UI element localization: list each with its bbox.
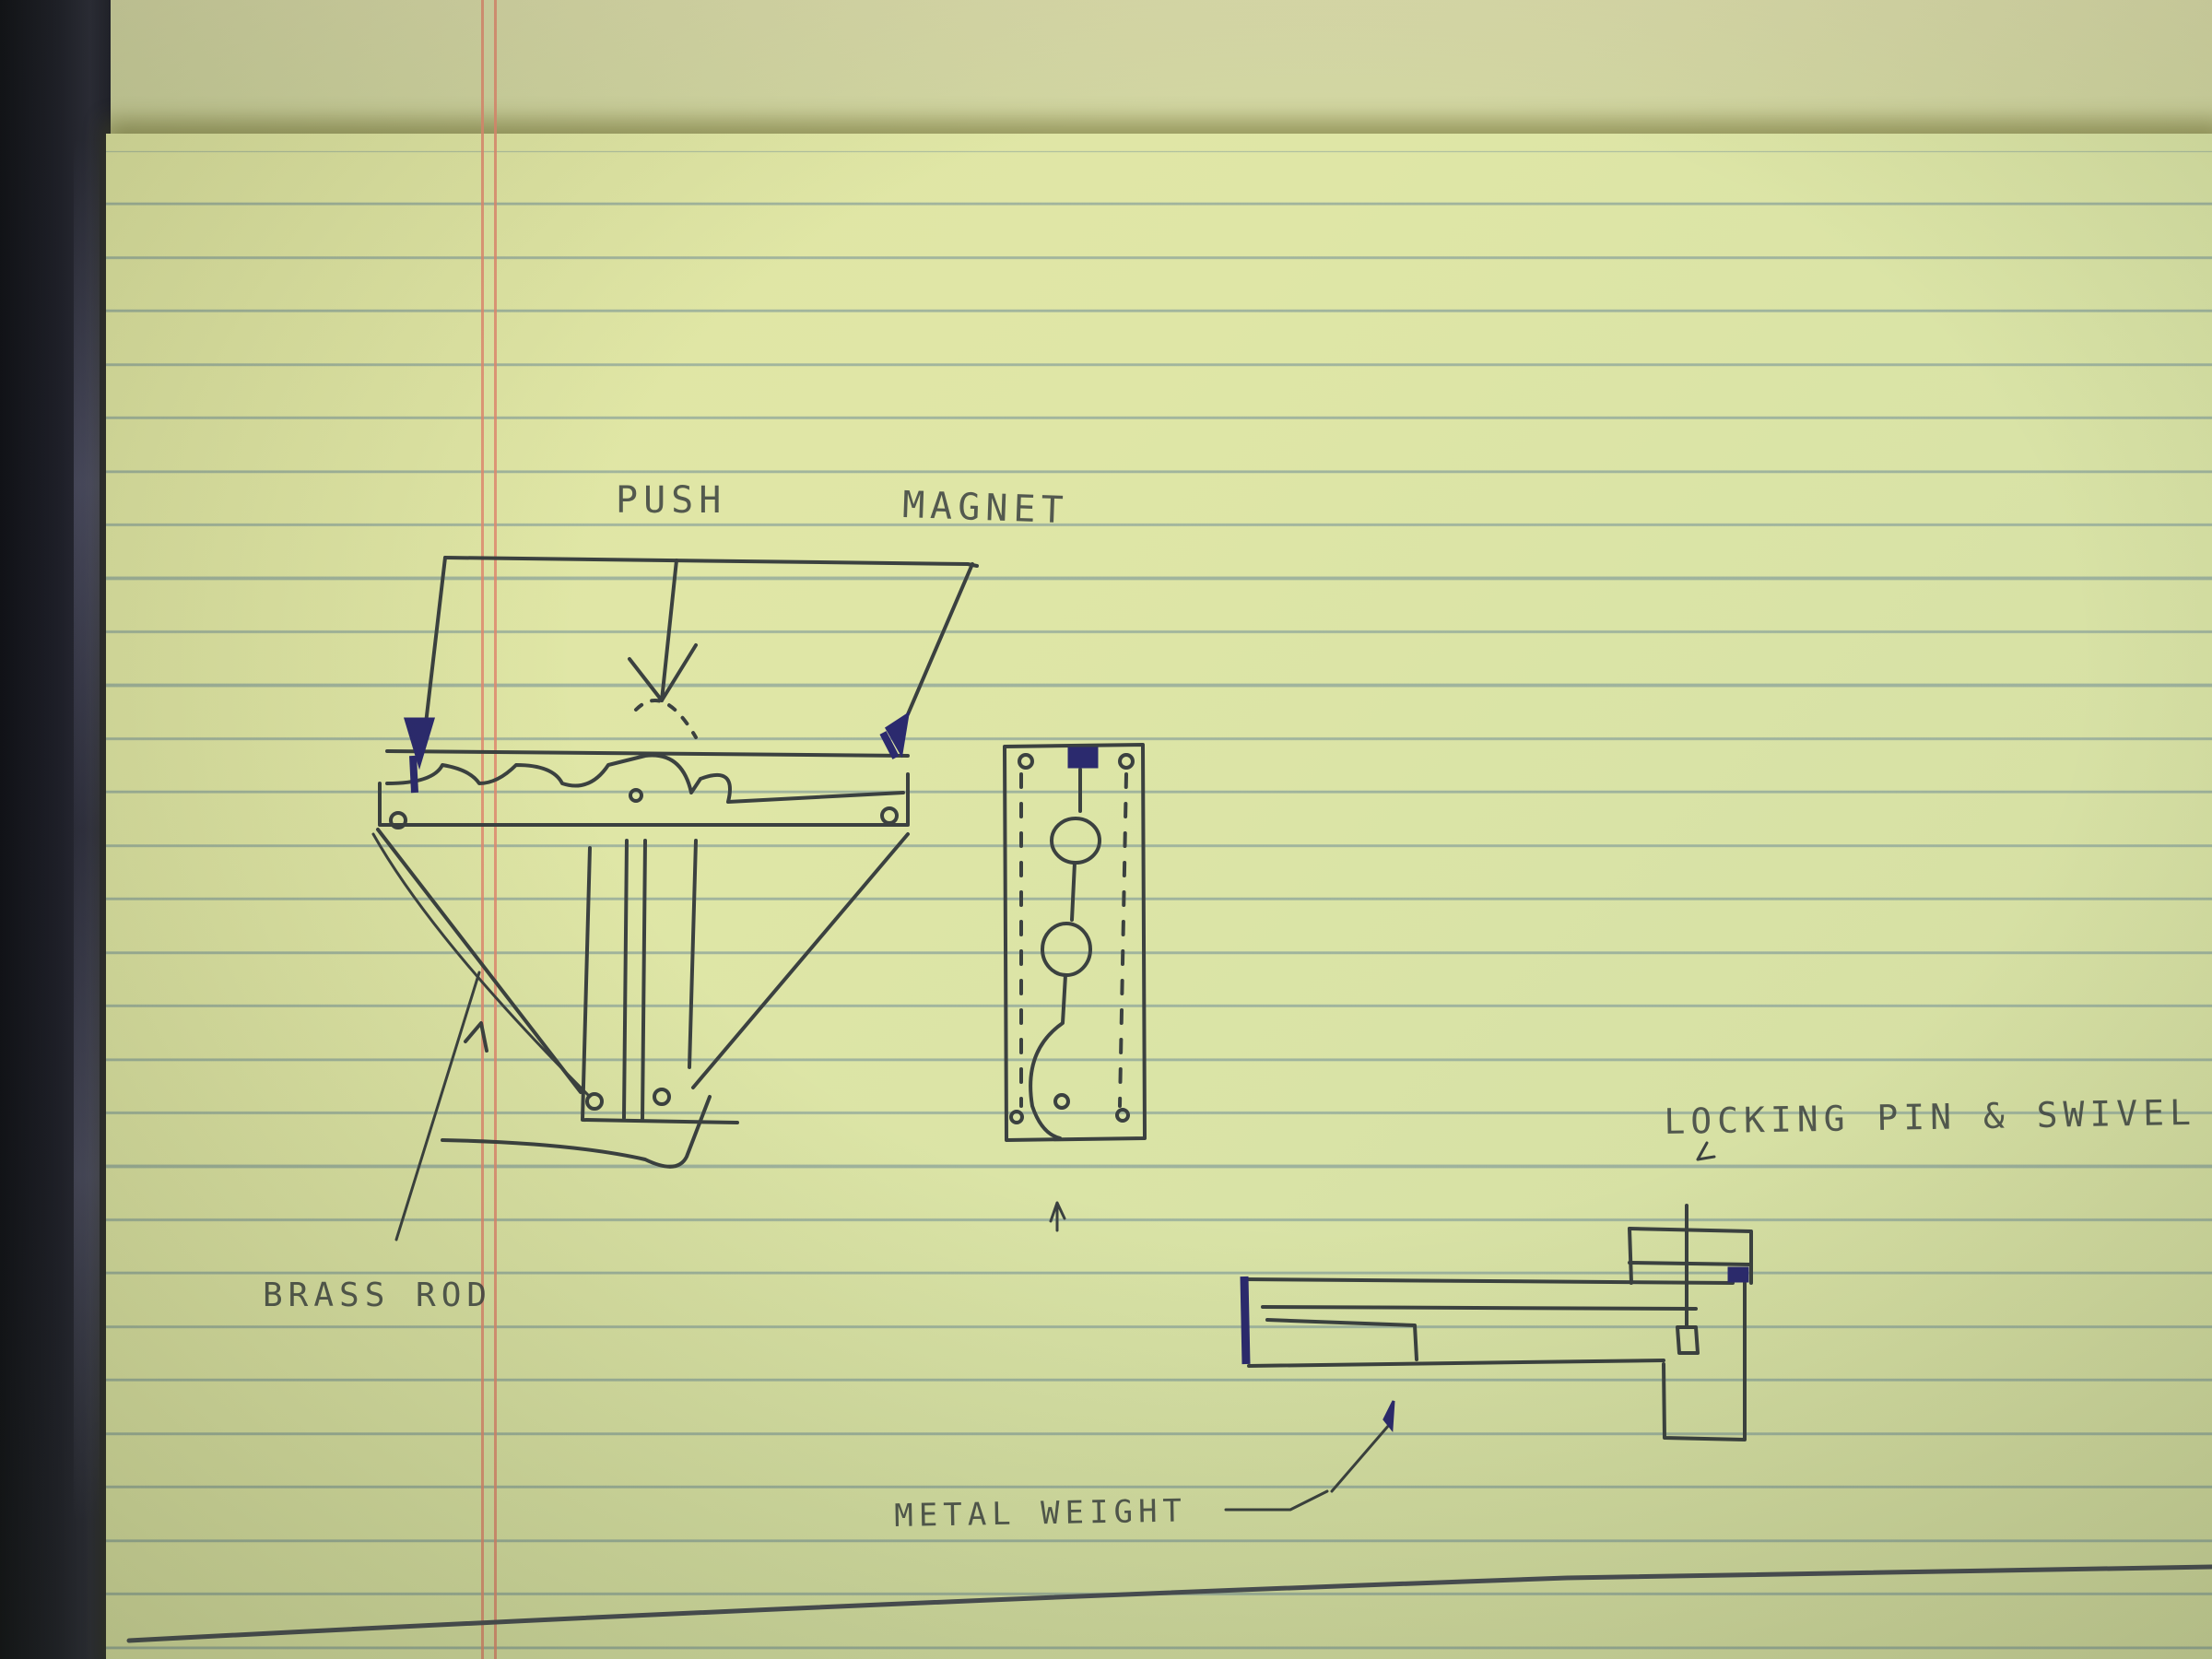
swivel-arm-drawing xyxy=(1224,1141,1753,1512)
bottom-pen-line xyxy=(126,1564,2212,1643)
blue-ink-marks xyxy=(403,711,1749,1432)
label-metal-weight: METAL WEIGHT xyxy=(894,1492,1188,1535)
label-brass-rod: BRASS ROD xyxy=(263,1277,493,1314)
label-magnet: MAGNET xyxy=(901,484,1070,533)
folded-page-edge xyxy=(111,0,2212,147)
label-push: PUSH xyxy=(616,479,727,522)
vertical-panel-drawing xyxy=(1003,743,1147,1232)
triangular-frame-drawing xyxy=(371,556,979,1241)
ruled-lines xyxy=(106,134,2212,1659)
legal-pad-page xyxy=(106,134,2212,1659)
binder-sheen xyxy=(74,138,100,1521)
margin-line-left xyxy=(481,0,484,1659)
margin-line-right xyxy=(494,0,497,1659)
